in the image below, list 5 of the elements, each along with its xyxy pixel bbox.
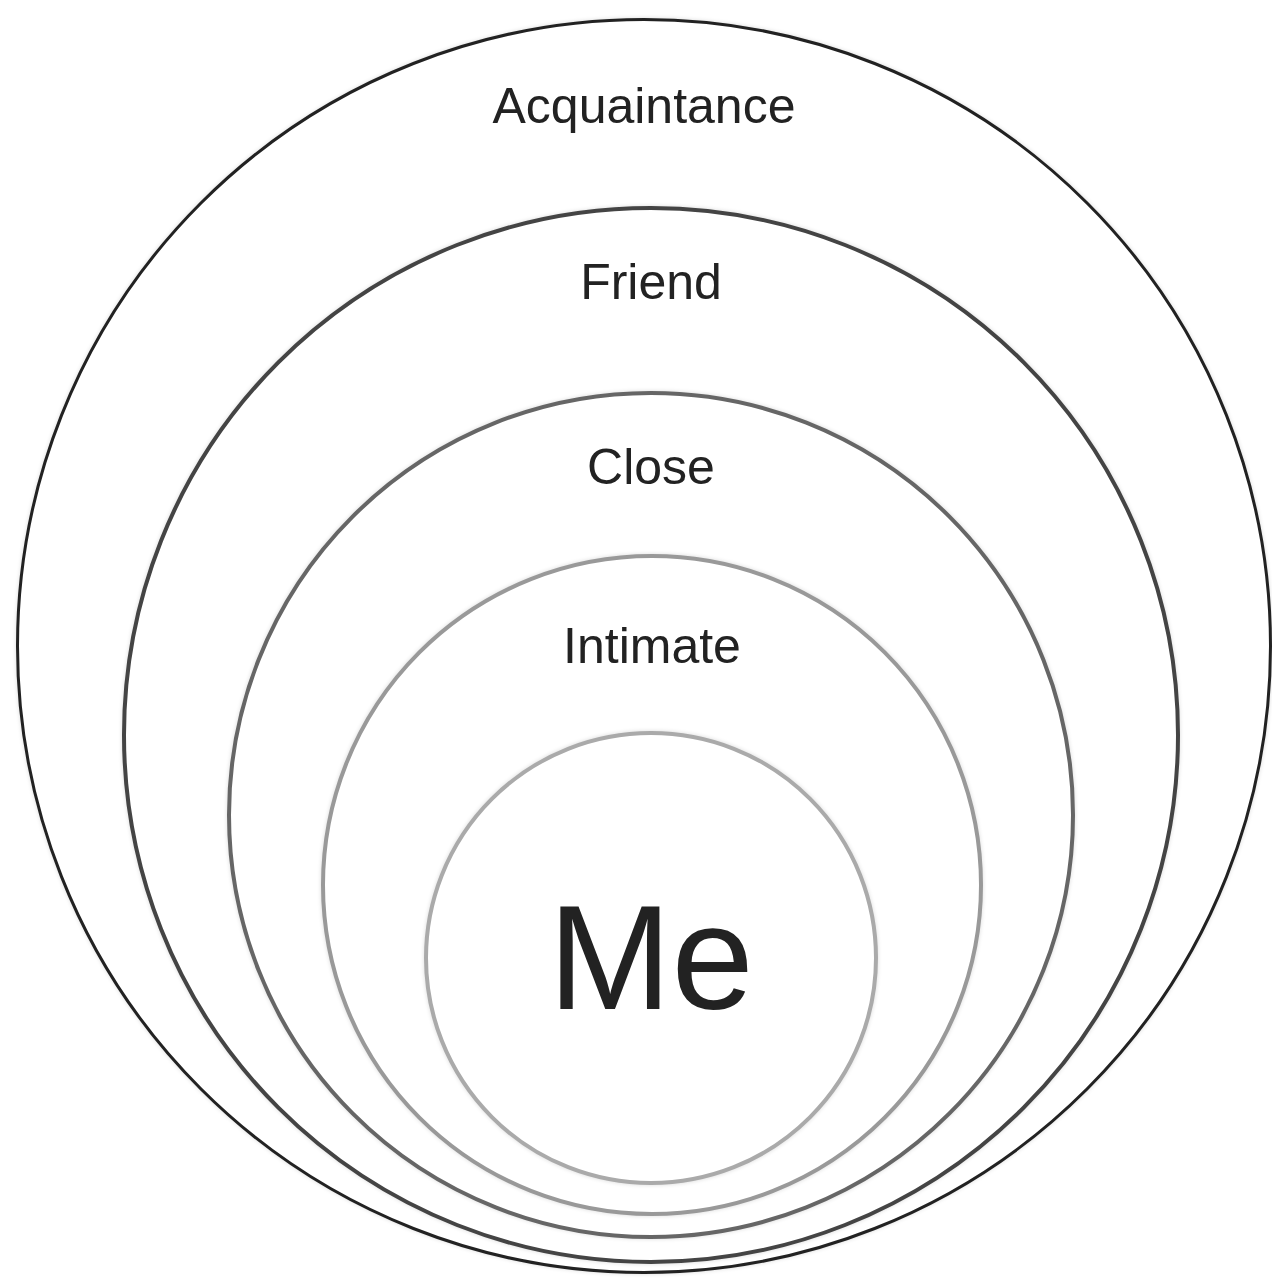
circle-label: Close bbox=[587, 442, 715, 492]
circle-label: Acquaintance bbox=[492, 81, 796, 131]
circle-label: Me bbox=[548, 884, 754, 1032]
circle-label: Friend bbox=[580, 257, 722, 307]
circle-label: Intimate bbox=[563, 621, 741, 671]
